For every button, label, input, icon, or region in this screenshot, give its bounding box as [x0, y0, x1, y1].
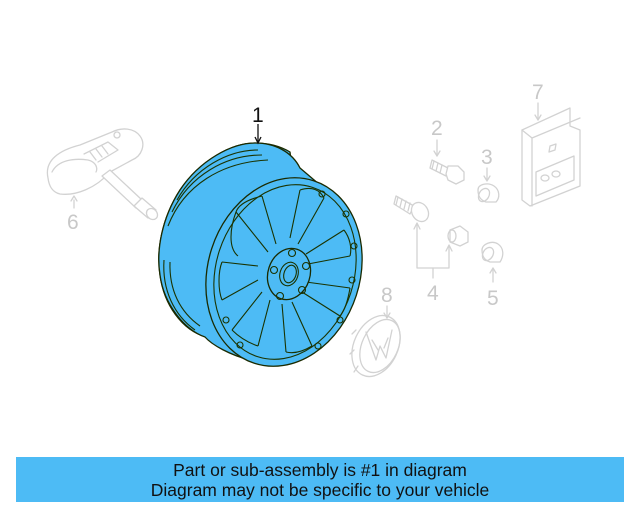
lug-bolt-part-3[interactable]	[393, 195, 469, 279]
callout-1[interactable]: 1	[252, 104, 264, 127]
center-cap-part-8[interactable]	[343, 305, 410, 384]
callout-7[interactable]: 7	[532, 81, 544, 104]
cap-part-5[interactable]	[480, 241, 504, 283]
wheel-part[interactable]	[158, 124, 386, 387]
callout-5[interactable]: 5	[487, 287, 499, 310]
cap-part-4[interactable]	[476, 167, 500, 204]
callout-8[interactable]: 8	[381, 284, 393, 307]
banner-line-disclaimer: Diagram may not be specific to your vehi…	[150, 480, 490, 500]
banner-line-part-number: Part or sub-assembly is #1 in diagram	[173, 460, 467, 480]
callout-4[interactable]: 3	[481, 146, 493, 169]
tpms-sensor-part[interactable]	[46, 128, 159, 222]
callout-3[interactable]: 4	[427, 282, 439, 305]
info-banner: Part or sub-assembly is #1 in diagram Di…	[16, 457, 624, 502]
bolt-part-2[interactable]	[429, 139, 465, 185]
parts-diagram: 6	[46, 81, 581, 387]
label-plate-part-7[interactable]	[521, 102, 581, 207]
callout-2[interactable]: 2	[431, 117, 443, 140]
callout-6[interactable]: 6	[67, 211, 79, 234]
